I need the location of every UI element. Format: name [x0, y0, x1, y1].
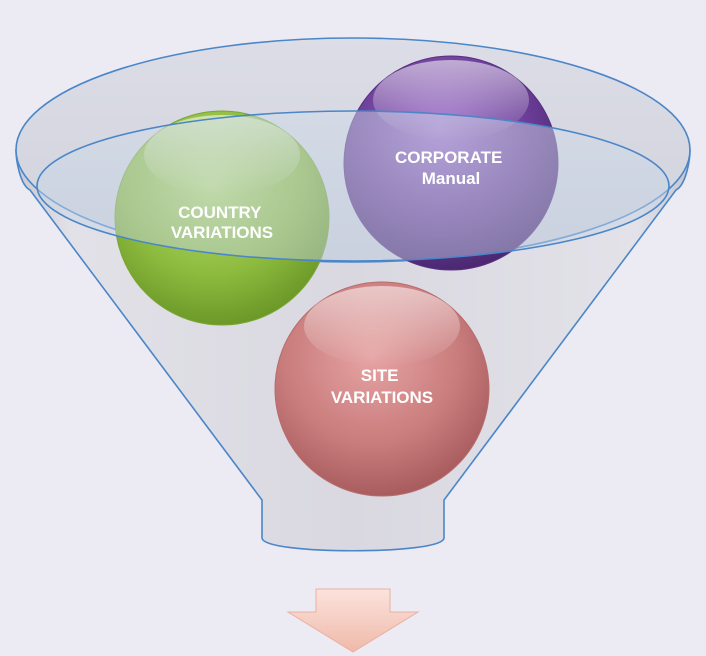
- circle-site-line1: SITE: [361, 366, 399, 385]
- circle-country-label: COUNTRY VARIATIONS: [171, 203, 273, 242]
- circle-site-label: SITE VARIATIONS: [331, 366, 433, 407]
- circle-country-line2: VARIATIONS: [171, 223, 273, 242]
- circle-site-line2: VARIATIONS: [331, 388, 433, 407]
- circle-corporate-line1: CORPORATE: [395, 148, 502, 167]
- circle-corporate-label: CORPORATE Manual: [395, 148, 507, 188]
- circle-site: [274, 281, 490, 497]
- funnel-mouth: [36, 110, 670, 262]
- down-arrow-icon: [286, 588, 420, 653]
- circle-country-line1: COUNTRY: [178, 203, 262, 222]
- circle-corporate-line2: Manual: [422, 169, 481, 188]
